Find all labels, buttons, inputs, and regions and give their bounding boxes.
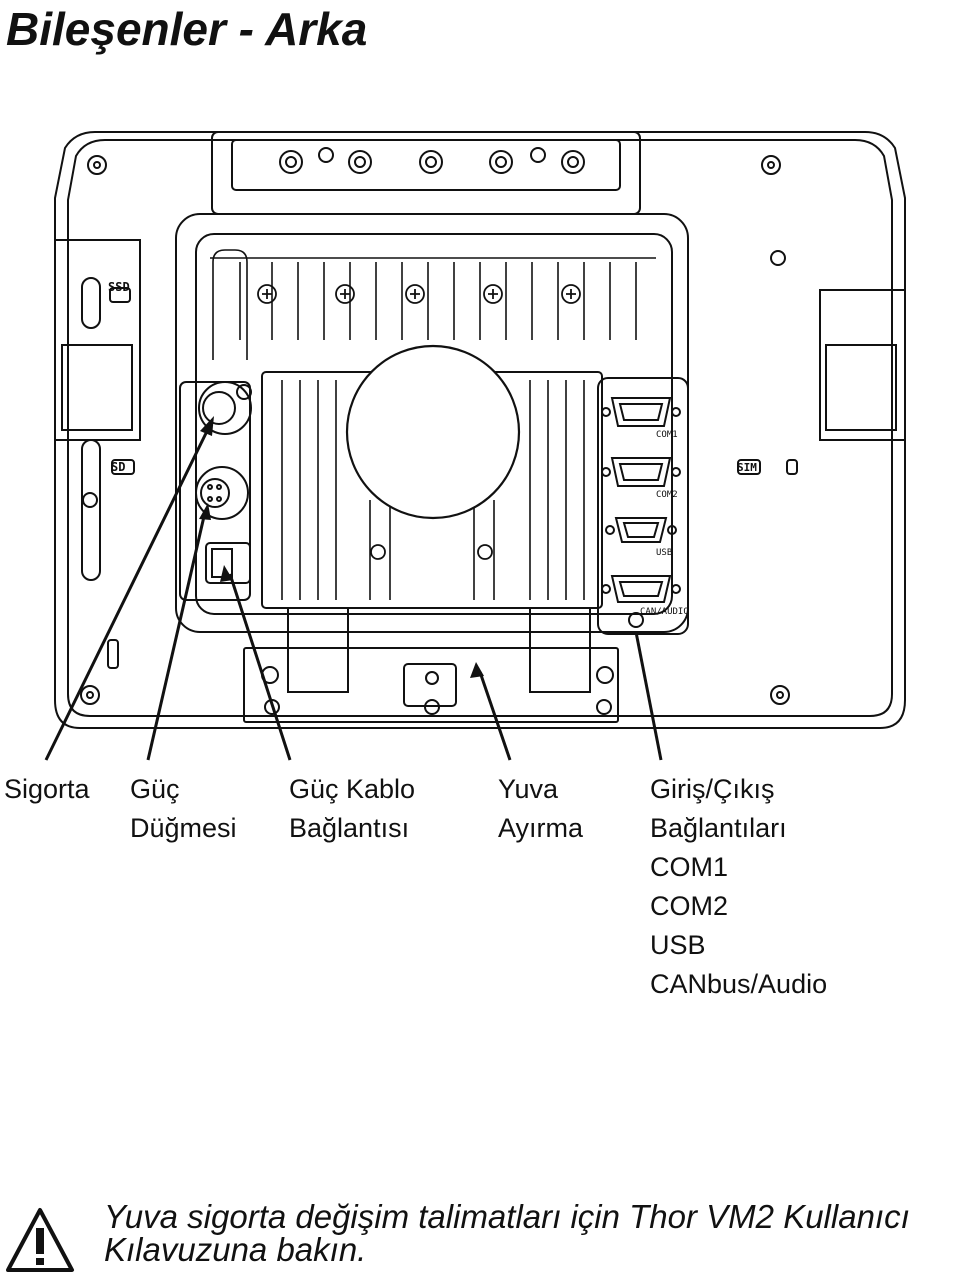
sim-slot-label: SIM [737,461,757,474]
callout-io-com2: COM2 [650,891,729,921]
callout-power-button-line2: Düğmesi [130,813,237,843]
callout-dock-release-line1: Yuva [498,774,559,804]
callout-power-cable-line2: Bağlantısı [289,813,410,843]
callout-io-line2: Bağlantıları [650,813,787,843]
callout-io-line1: Giriş/Çıkış [650,774,775,804]
com2-port-label: COM2 [656,490,678,500]
leader-power-cable [228,573,292,761]
callout-io-com1: COM1 [650,852,729,882]
callout-io-usb: USB [650,930,706,960]
callout-fuse: Sigorta [4,774,90,804]
warning-note: Yuva sigorta değişim talimatları için Th… [104,1198,910,1268]
ssd-slot-label: SSD [108,280,130,294]
callout-dock-release-line2: Ayırma [498,813,584,843]
page-title: Bileşenler - Arka [6,3,368,55]
callout-power-button-line1: Güç [130,774,180,804]
callout-power-cable-line1: Güç Kablo [289,774,416,804]
leader-io [634,631,663,761]
sd-slot-label: SD [111,460,126,474]
callout-io-canbus: CANbus/Audio [650,969,828,999]
com1-port-label: COM1 [656,430,678,440]
usb-port-label: USB [656,548,673,558]
leader-power-button [146,511,207,761]
warning-triangle-icon [6,1208,74,1272]
canaudio-port-label: CAN/AUDIO [640,607,689,617]
leader-fuse [44,424,212,761]
leader-dock-release [478,671,512,761]
